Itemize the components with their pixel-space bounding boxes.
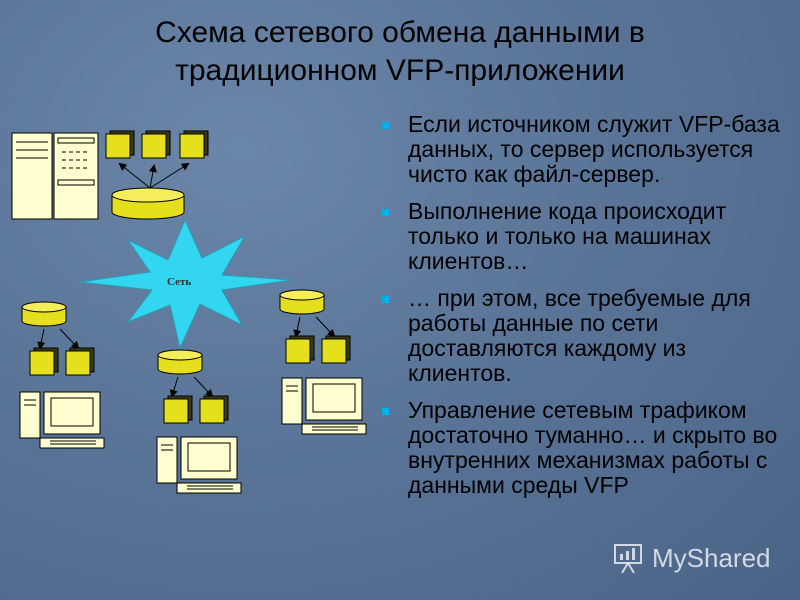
watermark-text: MyShared [652,542,771,573]
network-star-icon: Сеть [79,218,293,350]
square-bullet-icon [382,122,389,129]
server-arrows [118,162,190,189]
square-bullet-icon [382,209,389,216]
client-right [279,289,367,435]
bullet-item: Выполнение кода происходит только и толь… [380,199,790,274]
bullet-item: … при этом, все требуемые для работы дан… [380,286,790,386]
presentation-board-icon [614,544,642,574]
bullet-text: … при этом, все требуемые для работы дан… [408,285,751,386]
bullet-text: Управление сетевым трафиком достаточно т… [408,397,778,498]
watermark: MyShared [612,538,771,578]
client-middle [156,349,242,494]
client-left [19,301,105,449]
network-label: Сеть [167,276,191,288]
server-database-icon [111,187,185,220]
square-bullet-icon [382,296,389,303]
title-line-2: традиционном VFP-приложении [175,54,625,87]
bullet-list: Если источником служит VFP-база данных, … [380,112,790,510]
bullet-text: Выполнение кода происходит только и толь… [408,198,727,274]
slide-title: Схема сетевого обмена данными в традицио… [60,14,740,90]
bullet-text: Если источником служит VFP-база данных, … [408,111,780,187]
bullet-item: Управление сетевым трафиком достаточно т… [380,398,790,498]
server-computer [11,132,99,220]
server-data-files [105,130,209,159]
title-line-1: Схема сетевого обмена данными в [155,16,645,49]
square-bullet-icon [382,408,389,415]
bullet-item: Если источником служит VFP-база данных, … [380,112,790,187]
